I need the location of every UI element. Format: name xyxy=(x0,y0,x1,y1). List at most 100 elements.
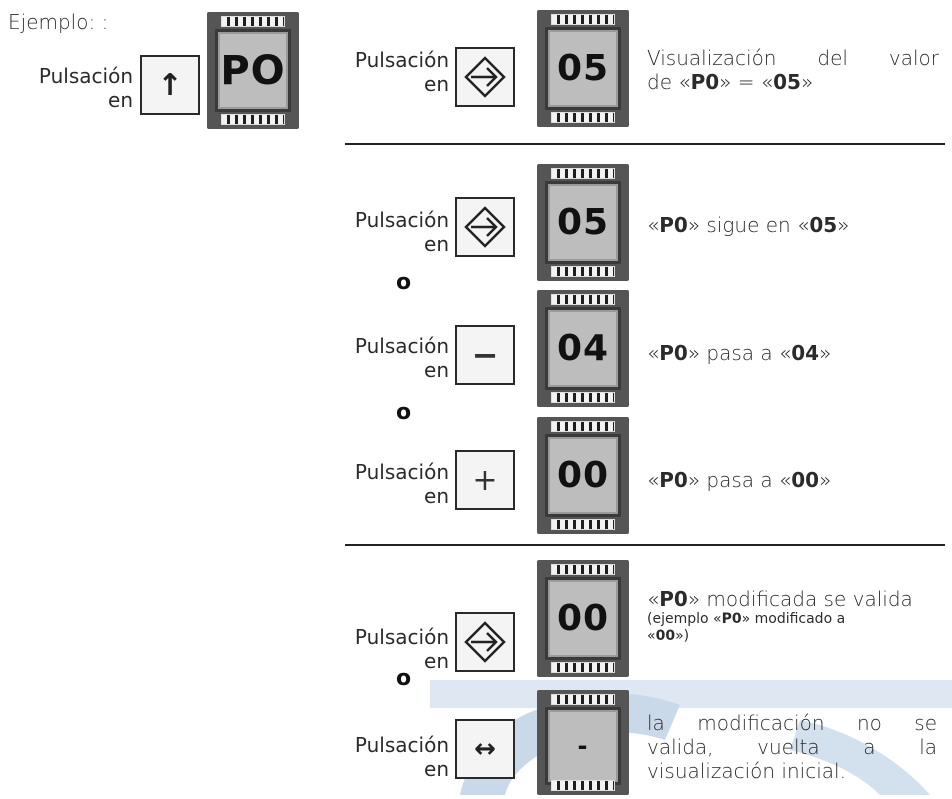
row1-text: » xyxy=(800,70,814,94)
display-screen: 00 xyxy=(545,434,621,517)
en-text: en xyxy=(424,649,449,673)
press-label: Pulsación en xyxy=(342,208,449,256)
display-screen: 00 xyxy=(545,577,621,660)
press-label: Pulsación en xyxy=(342,48,449,96)
en-text: en xyxy=(424,232,449,256)
row5-description: «P0» modificada se valida (ejemplo «P0» … xyxy=(647,587,947,645)
enter-button[interactable] xyxy=(455,197,515,257)
display-pins-top xyxy=(551,694,615,705)
param-code: P0 xyxy=(659,213,688,237)
display-value: 00 xyxy=(556,455,610,496)
row6-line3: visualización inicial. xyxy=(647,759,846,783)
row2-text: » xyxy=(837,213,850,237)
en-text: en xyxy=(424,757,449,781)
press-label: Pulsación en xyxy=(342,625,449,673)
display-00: 00 xyxy=(537,560,629,677)
display-value: 00 xyxy=(556,598,610,639)
press-text: Pulsación xyxy=(354,625,449,649)
row6-line1: la modificación no se xyxy=(647,711,937,735)
display-value: 05 xyxy=(556,48,610,89)
row1-line2: de «P0» = «05» xyxy=(647,70,939,94)
escape-button[interactable]: ↔ xyxy=(455,719,515,779)
param-value: 00 xyxy=(655,628,676,644)
en-text: en xyxy=(108,88,133,112)
display-04: 04 xyxy=(537,290,629,407)
display-screen: PO xyxy=(215,29,291,112)
enter-button[interactable] xyxy=(455,612,515,672)
row6-description: la modificación no se valida, vuelta a l… xyxy=(647,711,937,783)
row5-line1: «P0» modificada se valida xyxy=(647,587,947,611)
row3-text: » pasa a « xyxy=(687,341,792,365)
display-05: 05 xyxy=(537,164,629,281)
row5-text: « xyxy=(647,587,660,611)
press-text: Pulsación xyxy=(354,733,449,757)
press-label: Pulsación en xyxy=(342,334,449,382)
section-divider xyxy=(345,143,945,145)
display-screen: - xyxy=(545,707,621,785)
enter-arrow-icon xyxy=(464,56,506,98)
en-text: en xyxy=(424,484,449,508)
param-value: 04 xyxy=(791,341,820,365)
row2-description: «P0» sigue en «05» xyxy=(647,213,849,237)
press-text: Pulsación xyxy=(354,334,449,358)
display-pins-bottom xyxy=(221,114,285,125)
press-text: Pulsación xyxy=(354,460,449,484)
enter-arrow-icon xyxy=(464,621,506,663)
plus-button[interactable]: + xyxy=(455,450,515,510)
display-pins-bottom xyxy=(551,112,615,123)
row4-text: » xyxy=(819,468,832,492)
display-pins-bottom xyxy=(551,266,615,277)
row4-text: » pasa a « xyxy=(687,468,792,492)
param-value: 05 xyxy=(809,213,838,237)
display-05: 05 xyxy=(537,10,629,127)
example-label: Ejemplo: : xyxy=(8,10,109,34)
display-00: 00 xyxy=(537,417,629,534)
display-pins-bottom xyxy=(551,392,615,403)
param-code: P0 xyxy=(659,587,688,611)
display-value: 04 xyxy=(556,328,610,369)
row1-text: » = « xyxy=(719,70,774,94)
row6-line2: valida, vuelta a la xyxy=(647,735,937,759)
row4-description: «P0» pasa a «00» xyxy=(647,468,831,492)
row2-text: « xyxy=(647,213,660,237)
section-divider xyxy=(345,544,945,546)
note-text: « xyxy=(647,628,656,644)
display-pins-bottom xyxy=(551,519,615,530)
display-dash: - xyxy=(537,690,629,795)
param-code: P0 xyxy=(690,70,720,94)
row3-text: » xyxy=(819,341,832,365)
en-text: en xyxy=(424,358,449,382)
row1-line1: Visualización del valor xyxy=(647,46,939,70)
minus-icon: − xyxy=(471,336,499,374)
display-pins-top xyxy=(551,294,615,305)
up-arrow-icon: ↑ xyxy=(157,67,183,103)
display-pins-top xyxy=(221,16,285,27)
minus-button[interactable]: − xyxy=(455,325,515,385)
display-screen: 05 xyxy=(545,27,621,110)
display-pins-top xyxy=(551,168,615,179)
row5-note-2: «00») xyxy=(647,628,947,645)
note-text: » modificado a xyxy=(741,611,846,627)
note-text: (ejemplo « xyxy=(647,611,722,627)
row5-text: » modificada se valida xyxy=(687,587,913,611)
double-arrow-icon: ↔ xyxy=(474,734,496,764)
row3-description: «P0» pasa a «04» xyxy=(647,341,831,365)
param-code: P0 xyxy=(721,611,742,627)
param-code: P0 xyxy=(659,341,688,365)
up-button[interactable]: ↑ xyxy=(140,55,200,115)
enter-button[interactable] xyxy=(455,47,515,107)
display-pins-bottom xyxy=(551,780,615,791)
display-pins-bottom xyxy=(551,662,615,673)
display-value: 05 xyxy=(556,202,610,243)
or-label: o xyxy=(396,270,412,295)
display-screen: 05 xyxy=(545,181,621,264)
display-screen: 04 xyxy=(545,307,621,390)
press-text: Pulsación xyxy=(38,64,133,88)
display-value: - xyxy=(577,732,589,760)
plus-icon: + xyxy=(472,462,498,498)
press-text: Pulsación xyxy=(354,48,449,72)
display-pins-top xyxy=(551,564,615,575)
row2-text: » sigue en « xyxy=(687,213,810,237)
row3-text: « xyxy=(647,341,660,365)
note-text: ») xyxy=(675,628,690,644)
